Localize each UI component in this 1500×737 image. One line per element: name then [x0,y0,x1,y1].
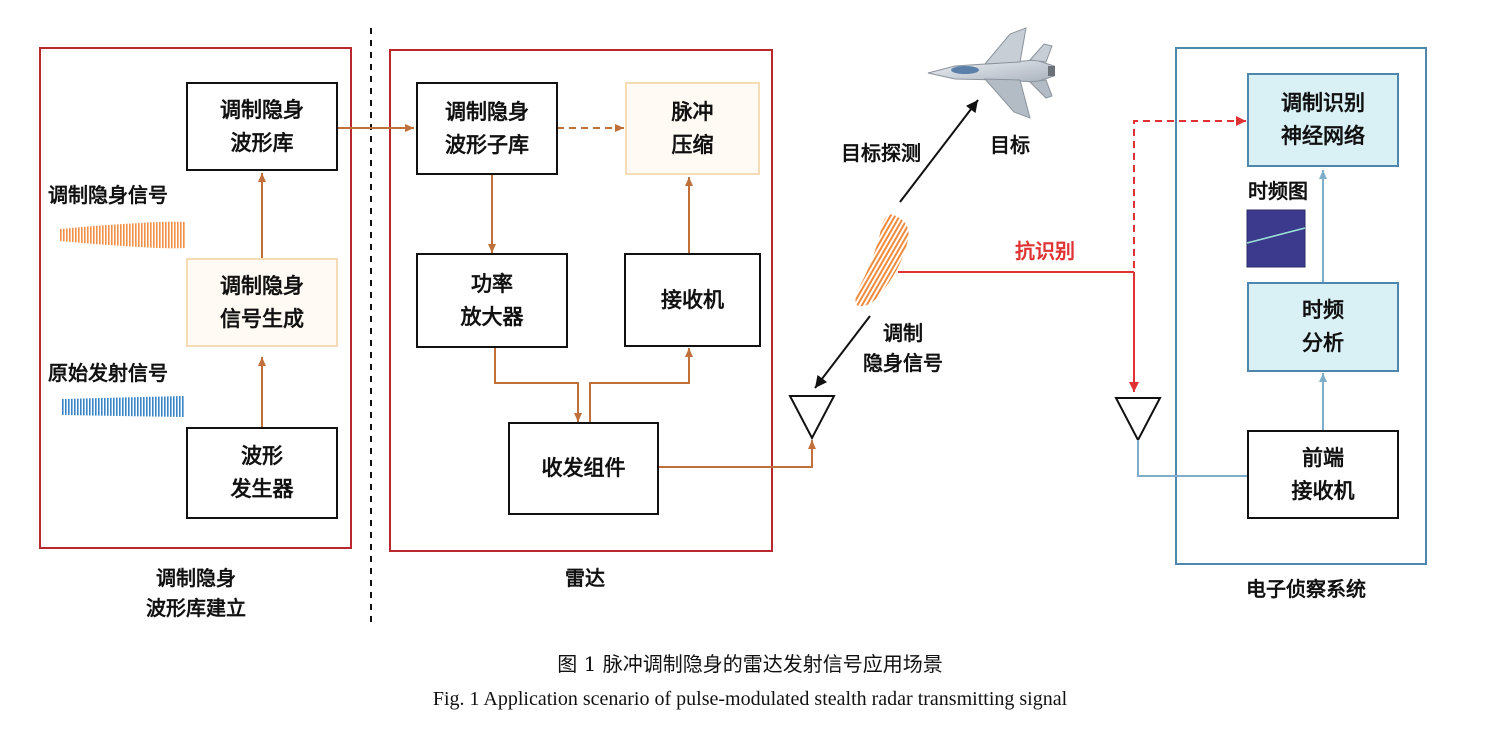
label-stealth-signal: 调制隐身信号 [48,183,168,207]
figure-caption-cn: 图 1 脉冲调制隐身的雷达发射信号应用场景 [557,652,943,676]
figure-caption-en: Fig. 1 Application scenario of pulse-mod… [432,688,1068,710]
power-amplifier-box: 功率 放大器 [416,253,568,348]
stealth-signal-burst-icon [855,214,909,307]
original-signal-waveform-icon [62,396,184,417]
arrow-transceiver-to-receiver [589,348,693,422]
arrow-target-detection [899,99,979,203]
line-antenna-to-frontend [1137,440,1247,477]
waveform-generator-box: 波形 发生器 [186,427,338,519]
label-time-frequency-map: 时频图 [1248,179,1308,203]
transceiver-box: 收发组件 [508,422,659,515]
panel-esm-frame [1175,47,1427,565]
time-frequency-map-icon [1246,209,1306,268]
panel-radar-label: 雷达 [565,566,605,590]
label-target: 目标 [990,133,1030,157]
arrow-amplifier-to-transceiver [494,347,582,422]
waveform-library-box: 调制隐身 波形库 [186,82,338,171]
stealth-signal-waveform-icon [60,221,186,249]
arrow-transceiver-to-antenna [658,440,816,468]
stealth-signal-generation-box: 调制隐身 信号生成 [186,258,338,347]
pulse-compression-box: 脉冲 压缩 [625,82,760,175]
frontend-receiver-box: 前端 接收机 [1247,430,1399,519]
label-original-signal: 原始发射信号 [48,361,168,385]
panel-library-frame [39,47,352,549]
receiver-box: 接收机 [624,253,761,347]
label-stealth-signal-2: 调制 隐身信号 [863,321,943,375]
arrow-echo-to-antenna [814,315,871,389]
antenna-left-icon [788,395,836,441]
panel-esm-label: 电子侦察系统 [1246,577,1366,601]
waveform-sublibrary-box: 调制隐身 波形子库 [416,82,558,175]
panel-radar-frame [389,49,773,552]
time-frequency-analysis-box: 时频 分析 [1247,282,1399,372]
arrow-dashed-to-recognition-nn [1133,116,1246,268]
label-target-detection: 目标探测 [841,141,921,165]
recognition-neural-network-box: 调制识别 神经网络 [1247,73,1399,167]
target-aircraft-icon [927,27,1055,119]
antenna-right-icon [1114,397,1162,443]
label-anti-recognition: 抗识别 [1015,239,1075,263]
panel-library-label: 调制隐身 波形库建立 [146,566,246,620]
